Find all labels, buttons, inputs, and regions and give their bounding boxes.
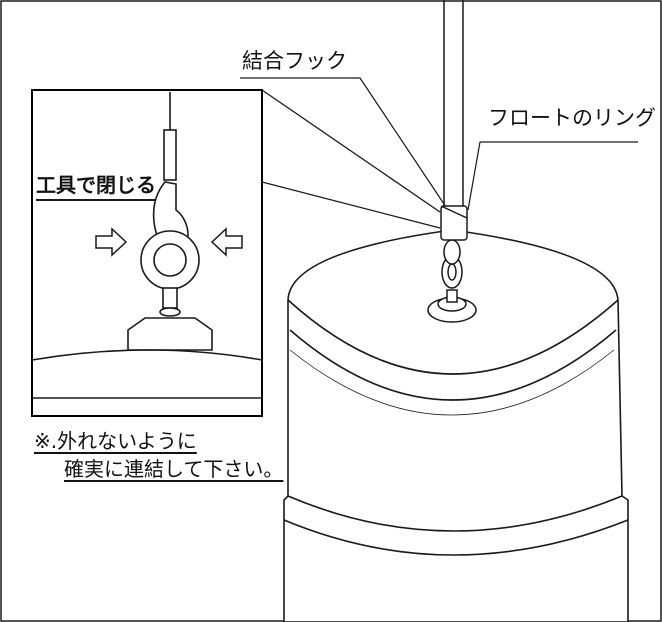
rope [443,0,464,206]
callout-lines [261,89,441,229]
float-ring-label: フロートのリング [488,106,656,130]
hook-label: 結合フック [242,49,347,73]
drum-top-fitting [427,205,477,323]
label-leaders [240,77,638,211]
float-drum [283,229,629,622]
note-line-2: 確実に連結して下さい。 [64,457,284,481]
arrow-left-outline-icon [210,227,243,257]
note-line-1: ※.外れないように [34,429,197,453]
inset-detail [31,89,263,417]
close-with-tool-label: 工具で閉じる [36,173,156,197]
arrow-right-outline-icon [95,227,128,257]
